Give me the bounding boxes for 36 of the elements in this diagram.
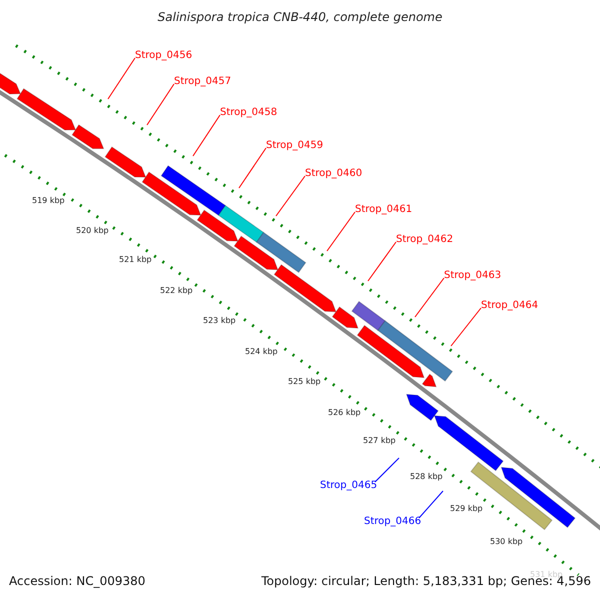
scale-tick-label: 524 kbp [245,346,278,358]
scale-tick-label: 523 kbp [203,315,236,327]
leader-line [192,114,220,156]
leader-line [326,212,356,252]
scale-tick-label: 519 kbp [32,195,65,207]
leader-line [146,84,174,126]
scale-tick-label: 521 kbp [119,254,152,266]
leader-line [418,490,444,518]
leader-line [450,308,482,346]
scale-tick-label: 520 kbp [76,225,109,237]
gene-label: Strop_0457 [174,76,232,88]
gene-label: Strop_0460 [305,168,362,180]
gene-label: Strop_0466 [364,516,422,528]
diagram-title: Salinispora tropica CNB-440, complete genome [156,11,444,23]
leader-line [414,278,444,318]
leader-line [238,148,266,188]
leader-line [368,242,396,282]
scale-tick-label: 522 kbp [160,285,193,297]
footer-text: Accession: NC_009380 [9,575,146,587]
gene-label: Strop_0463 [444,270,502,282]
gene-label: Strop_0456 [135,50,192,62]
leader-line [374,458,400,482]
gene-label: Strop_0464 [481,300,538,312]
scale-tick-label: 529 kbp [450,503,483,515]
scale-tick-label: 527 kbp [363,435,396,447]
gene-label: Strop_0462 [396,234,454,246]
leader-line [108,58,136,100]
gene-label: Strop_0459 [266,140,324,152]
scale-tick-label: 530 kbp [490,536,523,548]
gene-label: Strop_0461 [355,204,412,216]
scale-tick-label: 526 kbp [328,407,361,419]
scale-tick-label: 528 kbp [410,471,443,483]
leader-line [276,176,306,216]
gene-label: Strop_0465 [320,480,378,492]
scale-tick-label: 525 kbp [288,376,321,388]
gene-label: Strop_0458 [220,107,278,119]
